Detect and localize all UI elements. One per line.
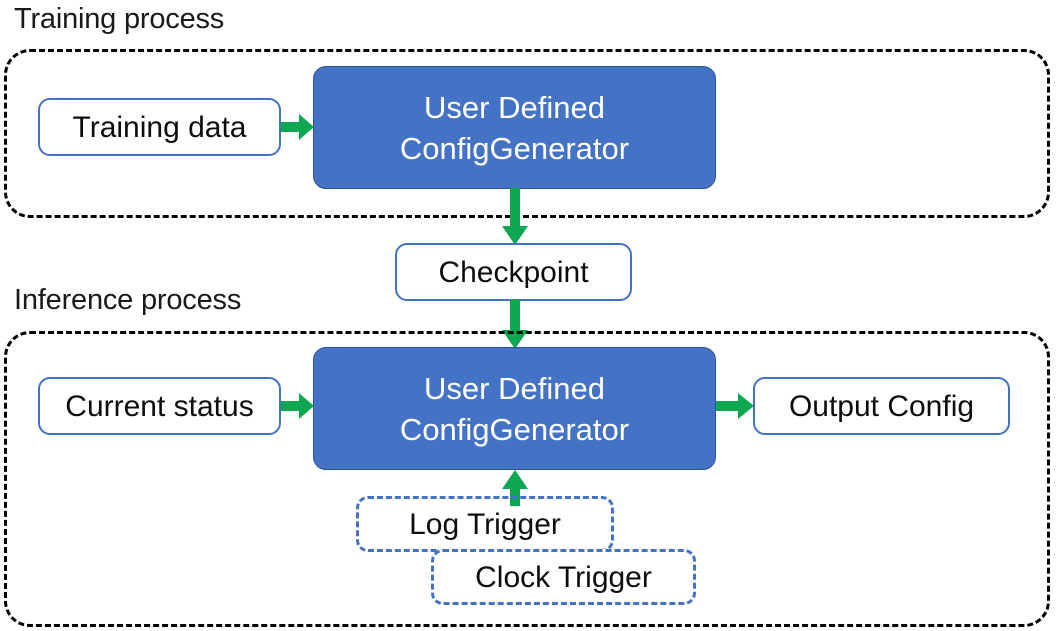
clock-trigger-box[interactable]: Clock Trigger — [431, 549, 696, 605]
log-trigger-box[interactable]: Log Trigger — [356, 496, 614, 552]
checkpoint-box[interactable]: Checkpoint — [395, 243, 632, 301]
current-status-label: Current status — [65, 389, 254, 423]
clock-trigger-label: Clock Trigger — [475, 560, 652, 594]
arrow-current-status-to-generator-icon — [281, 391, 315, 421]
training-data-box[interactable]: Training data — [38, 98, 281, 156]
arrow-training-data-to-generator-icon — [281, 112, 315, 142]
inference-process-container — [4, 331, 1050, 627]
arrow-checkpoint-to-generator-icon — [500, 300, 530, 350]
training-process-container — [4, 49, 1050, 218]
current-status-box[interactable]: Current status — [38, 377, 281, 435]
arrow-generator-to-checkpoint-icon — [500, 188, 530, 246]
output-config-box[interactable]: Output Config — [753, 377, 1010, 435]
inference-user-defined-configgenerator-box[interactable]: User Defined ConfigGenerator — [313, 347, 716, 470]
training-data-label: Training data — [72, 110, 247, 144]
arrow-generator-to-output-config-icon — [716, 391, 756, 421]
arrow-triggers-to-generator-icon — [500, 470, 530, 506]
log-trigger-label: Log Trigger — [409, 507, 561, 541]
inference-generator-label-line1: User Defined — [424, 370, 605, 406]
output-config-label: Output Config — [788, 389, 975, 423]
inference-generator-label-line2: ConfigGenerator — [399, 411, 630, 447]
inference-process-caption: Inference process — [14, 284, 242, 316]
training-user-defined-configgenerator-box[interactable]: User Defined ConfigGenerator — [313, 66, 716, 189]
training-generator-label-line1: User Defined — [424, 89, 605, 125]
training-generator-label-line2: ConfigGenerator — [399, 130, 630, 166]
training-process-caption: Training process — [14, 3, 225, 35]
checkpoint-label: Checkpoint — [438, 255, 589, 289]
